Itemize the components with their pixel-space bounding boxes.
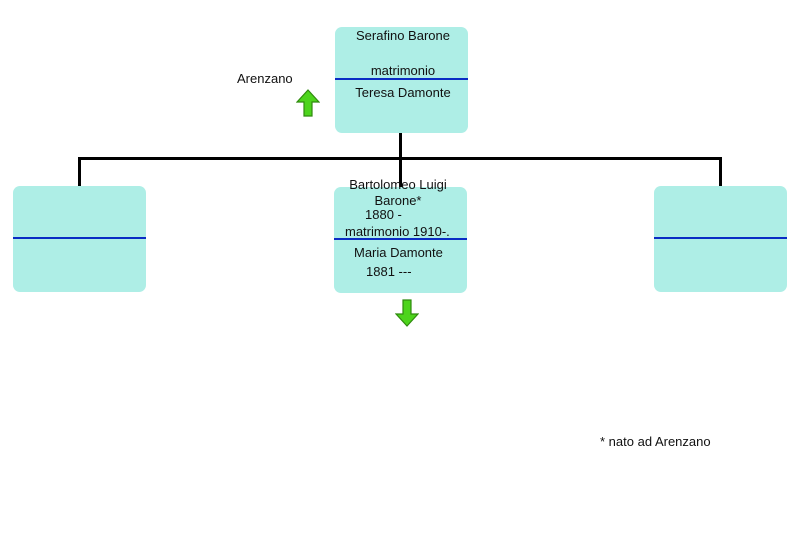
origin-place-label: Arenzano — [237, 71, 293, 86]
child-name-line2: Barone* — [374, 193, 422, 208]
parents-divider — [335, 78, 468, 80]
sibling-right-box[interactable] — [654, 186, 787, 292]
parents-marriage-label: matrimonio — [370, 63, 436, 78]
child-marriage-label: matrimonio 1910-. — [345, 224, 450, 239]
footnote: * nato ad Arenzano — [600, 434, 711, 449]
sibling-right-divider — [654, 237, 787, 239]
arrow-up-icon[interactable] — [296, 89, 320, 117]
parents-box[interactable] — [335, 27, 468, 133]
right-child-drop-line — [719, 157, 722, 187]
spouse-name: Maria Damonte — [354, 245, 443, 260]
child-name-line1: Bartolomeo Luigi — [349, 177, 447, 192]
left-child-drop-line — [78, 157, 81, 187]
spouse-dates: 1881 --- — [366, 264, 412, 279]
child-divider — [334, 238, 467, 240]
child-birth-dates: 1880 - — [365, 207, 402, 222]
sibling-left-box[interactable] — [13, 186, 146, 292]
sibling-bar-line — [78, 157, 722, 160]
arrow-down-icon[interactable] — [395, 299, 419, 327]
wife-name: Teresa Damonte — [355, 85, 451, 100]
husband-name: Serafino Barone — [356, 28, 450, 43]
child-box[interactable] — [334, 187, 467, 293]
sibling-left-divider — [13, 237, 146, 239]
